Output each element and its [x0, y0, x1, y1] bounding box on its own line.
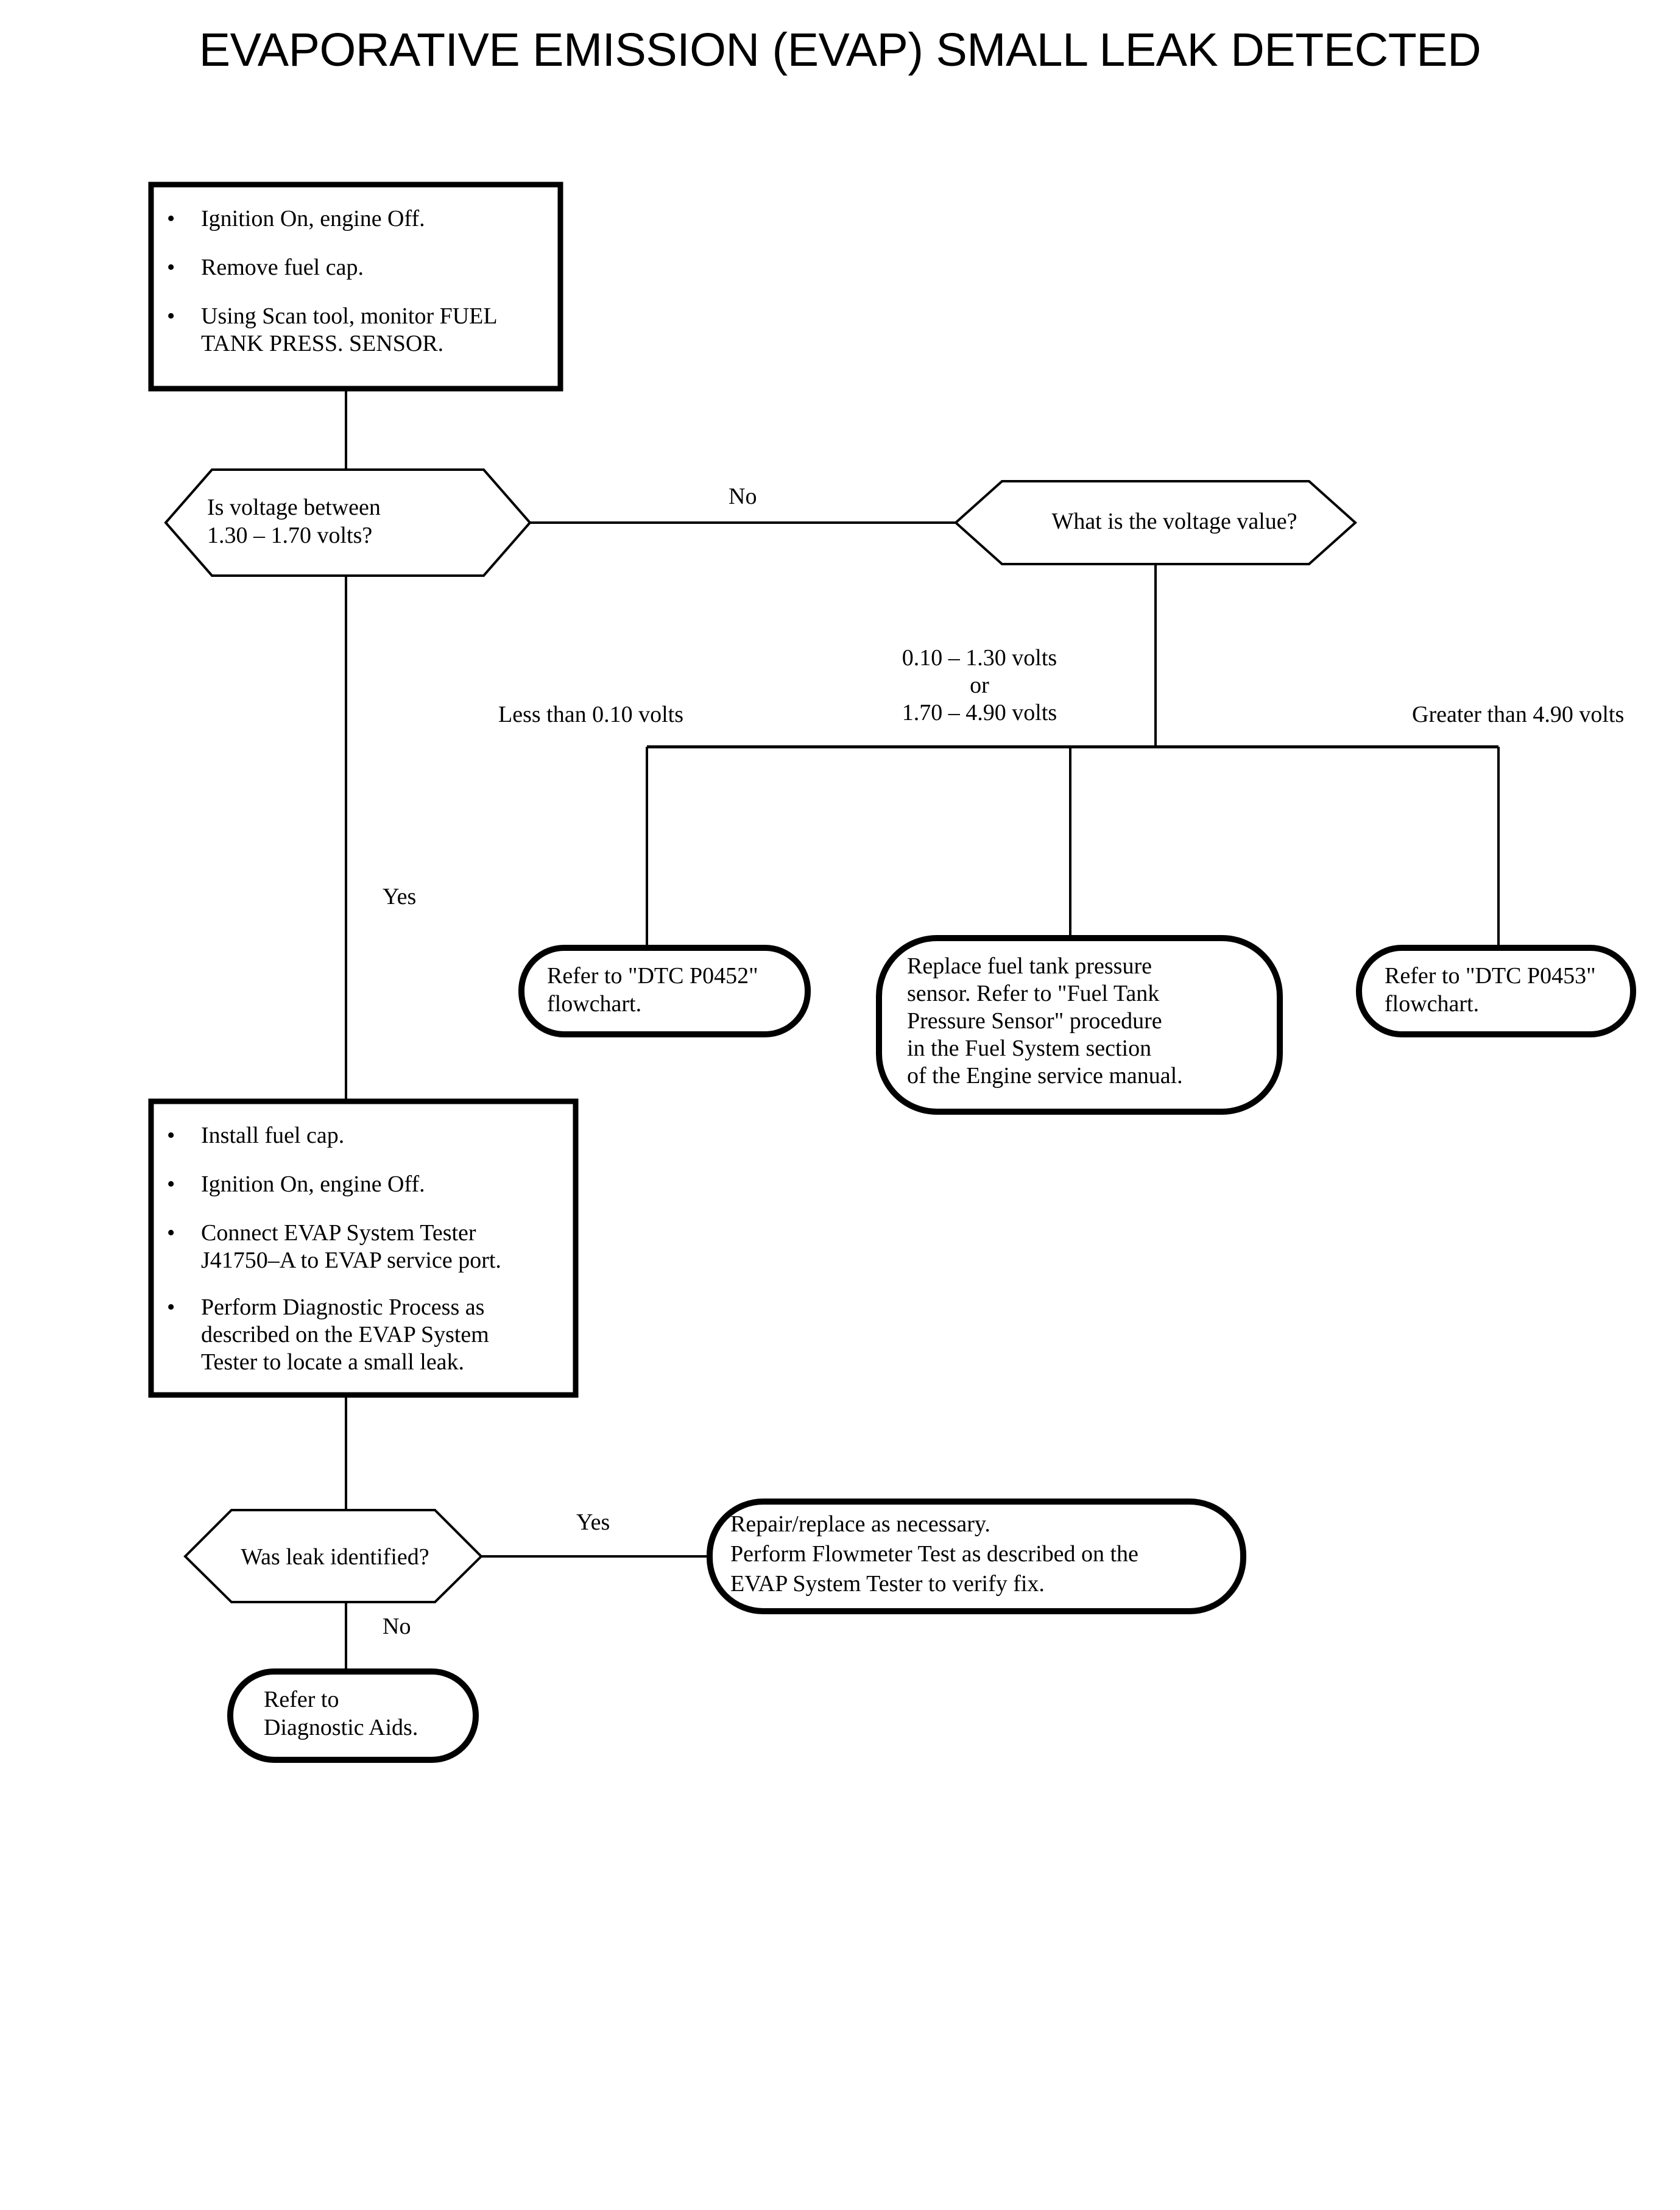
edge-label-no-to-voltage: No	[729, 484, 757, 509]
edge-label-yes-down: Yes	[383, 884, 417, 909]
edge-label-leak-no: No	[383, 1614, 411, 1639]
bullet-text: Using Scan tool, monitor FUEL TANK PRESS…	[201, 303, 498, 356]
bullet-text: Ignition On, engine Off.	[201, 206, 425, 231]
decision-hexagon-voltage-range	[164, 468, 532, 577]
decision-hexagon-voltage-value	[954, 480, 1357, 565]
bullet-text: Install fuel cap.	[201, 1123, 345, 1148]
decision-hexagon-leak-identified-text: Was leak identified?	[241, 1544, 429, 1570]
terminator-replace-sensor	[876, 935, 1283, 1115]
process-box-step2	[148, 1098, 579, 1398]
edge-label-mid-range: 0.10 – 1.30 volts or 1.70 – 4.90 volts	[902, 645, 1057, 725]
terminator-diagnostic-aids-text: Refer to Diagnostic Aids.	[264, 1687, 418, 1740]
decision-hexagon-voltage-range-text: Is voltage between 1.30 – 1.70 volts?	[207, 495, 381, 548]
bullet-dot-icon: •	[167, 1220, 175, 1246]
bullet-item: • Remove fuel cap.	[163, 254, 551, 281]
terminator-p0453-text: Refer to "DTC P0453" flowchart.	[1385, 963, 1596, 1017]
decision-hexagon-leak-identified	[183, 1509, 483, 1603]
bullet-text: Connect EVAP System Tester J41750–A to E…	[201, 1220, 501, 1273]
terminator-diagnostic-aids	[227, 1668, 479, 1763]
terminator-repair-replace	[707, 1499, 1246, 1614]
terminator-p0452	[518, 945, 811, 1037]
connectors	[345, 389, 1500, 1672]
bullet-item: • Connect EVAP System Tester J41750–A to…	[163, 1220, 566, 1274]
bullet-dot-icon: •	[167, 1171, 175, 1197]
decision-hexagon-voltage-value-text: What is the voltage value?	[1051, 509, 1297, 534]
terminator-replace-sensor-text: Replace fuel tank pressure sensor. Refer…	[907, 953, 1183, 1089]
bullet-text: Ignition On, engine Off.	[201, 1171, 425, 1197]
bullet-item: • Ignition On, engine Off.	[163, 1171, 566, 1198]
bullet-item: • Using Scan tool, monitor FUEL TANK PRE…	[163, 303, 551, 358]
process-box-step1	[148, 182, 563, 392]
bullet-text: Perform Diagnostic Process as described …	[201, 1294, 489, 1375]
terminator-repair-replace-text: Repair/replace as necessary. Perform Flo…	[730, 1511, 1138, 1597]
bullet-item: • Install fuel cap.	[163, 1122, 566, 1149]
terminator-p0453	[1356, 945, 1636, 1037]
edge-label-greater-than: Greater than 4.90 volts	[1412, 702, 1625, 727]
bullet-item: • Ignition On, engine Off.	[163, 205, 551, 233]
edge-label-less-than: Less than 0.10 volts	[498, 702, 683, 727]
bullet-text: Remove fuel cap.	[201, 255, 364, 280]
page-title: EVAPORATIVE EMISSION (EVAP) SMALL LEAK D…	[199, 24, 1481, 76]
bullet-dot-icon: •	[167, 1294, 175, 1320]
bullet-dot-icon: •	[167, 303, 175, 329]
process-box-step1-text: • Ignition On, engine Off. • Remove fuel…	[163, 198, 551, 358]
edge-label-leak-yes: Yes	[576, 1509, 610, 1535]
terminator-p0452-text: Refer to "DTC P0452" flowchart.	[547, 963, 758, 1017]
bullet-dot-icon: •	[167, 255, 175, 280]
bullet-dot-icon: •	[167, 206, 175, 231]
process-box-step2-text: • Install fuel cap. • Ignition On, engin…	[163, 1115, 566, 1376]
bullet-item: • Perform Diagnostic Process as describe…	[163, 1294, 566, 1376]
bullet-dot-icon: •	[167, 1123, 175, 1148]
